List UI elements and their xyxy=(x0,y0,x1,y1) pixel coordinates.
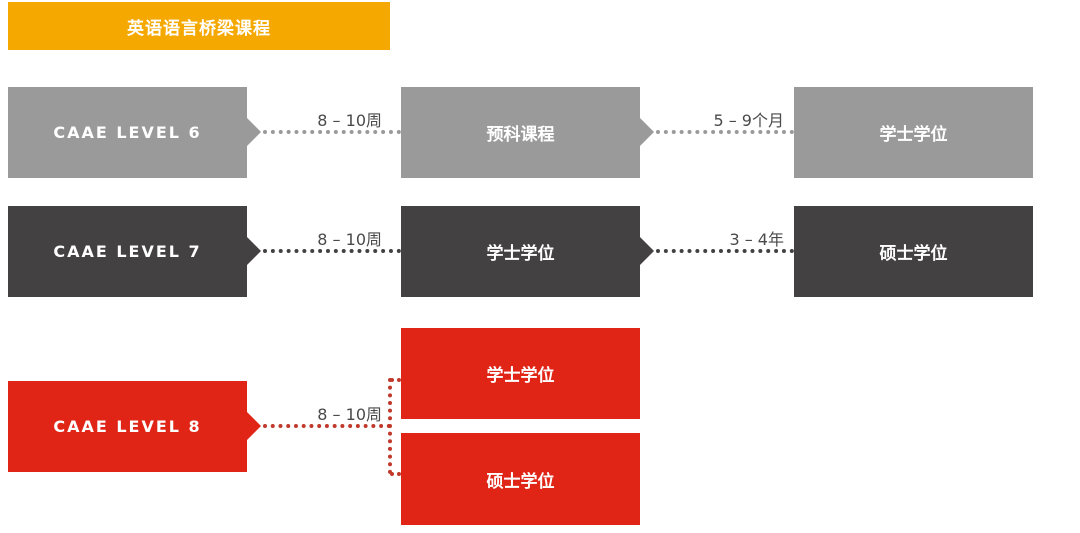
level-6-box: CAAE LEVEL 6 xyxy=(8,87,247,178)
program-title-banner: 英语语言桥梁课程 xyxy=(8,2,390,50)
level-7-box: CAAE LEVEL 7 xyxy=(8,206,247,297)
level-8-box: CAAE LEVEL 8 xyxy=(8,381,247,472)
duration-label: 5 – 9个月 xyxy=(713,111,784,130)
foundation-course-box: 预科课程 xyxy=(401,87,640,178)
arrow-notch-icon xyxy=(247,412,261,440)
arrow-notch-icon xyxy=(640,118,654,146)
master-degree-box: 硕士学位 xyxy=(794,206,1033,297)
dotted-connector xyxy=(263,424,391,428)
arrow-notch-icon xyxy=(640,237,654,265)
branch-connector-top xyxy=(390,378,401,382)
master-degree-box: 硕士学位 xyxy=(401,433,640,525)
bachelor-degree-box: 学士学位 xyxy=(401,206,640,297)
dotted-connector xyxy=(263,130,401,134)
arrow-notch-icon xyxy=(247,118,261,146)
dotted-connector xyxy=(263,249,401,253)
bachelor-degree-box: 学士学位 xyxy=(794,87,1033,178)
duration-label: 3 – 4年 xyxy=(729,230,784,249)
bachelor-degree-box: 学士学位 xyxy=(401,328,640,419)
branch-connector-bottom xyxy=(390,472,401,476)
duration-label: 8 – 10周 xyxy=(317,111,382,130)
dotted-connector xyxy=(656,249,794,253)
duration-label: 8 – 10周 xyxy=(317,405,382,424)
branch-connector xyxy=(388,378,392,474)
arrow-notch-icon xyxy=(247,237,261,265)
duration-label: 8 – 10周 xyxy=(317,230,382,249)
dotted-connector xyxy=(656,130,794,134)
